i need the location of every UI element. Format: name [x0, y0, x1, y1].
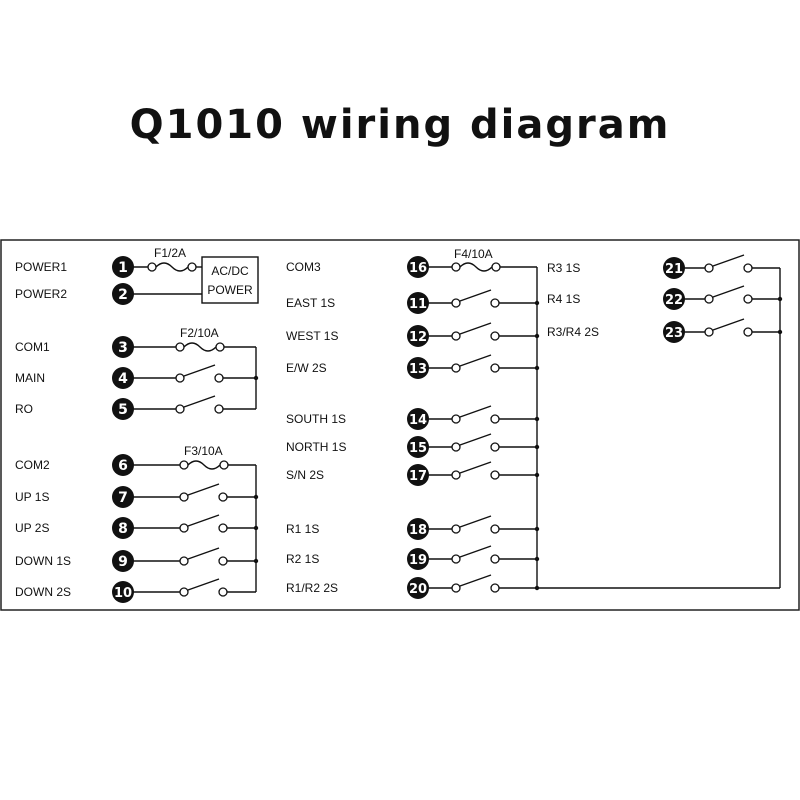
terminal-number: 17	[409, 469, 427, 484]
terminal-label: SOUTH 1S	[286, 412, 346, 426]
terminal-label: UP 1S	[15, 490, 49, 504]
terminal-label: EAST 1S	[286, 296, 335, 310]
terminal-label: E/W 2S	[286, 361, 327, 375]
terminal-label: MAIN	[15, 371, 45, 385]
terminal-label: NORTH 1S	[286, 440, 346, 454]
power-box-line1: AC/DC	[211, 264, 249, 278]
terminal-number: 1	[118, 260, 128, 276]
terminal-label: COM2	[15, 458, 50, 472]
terminal-label: R2 1S	[286, 552, 319, 566]
terminal-number: 18	[409, 523, 427, 538]
left-terminals: POWER1 POWER2 COM1 MAIN RO COM2 UP 1S UP…	[15, 256, 134, 603]
terminal-number: 21	[665, 262, 683, 277]
middle-wiring	[418, 262, 780, 593]
right-wiring	[674, 254, 783, 588]
terminal-label: RO	[15, 402, 33, 416]
terminal-number: 7	[118, 490, 128, 506]
terminal-number: 19	[409, 553, 427, 568]
terminal-number: 20	[409, 582, 427, 597]
fuse-label-f4: F4/10A	[454, 247, 493, 261]
power-box	[201, 256, 259, 304]
terminal-label: POWER2	[15, 287, 67, 301]
page-title: Q1010 wiring diagram	[129, 102, 671, 148]
terminal-number: 16	[409, 261, 427, 276]
terminal-number: 8	[118, 521, 128, 537]
terminal-number: 14	[409, 413, 427, 428]
terminal-label: R4 1S	[547, 292, 580, 306]
terminal-number: 9	[118, 554, 128, 570]
terminal-number: 5	[118, 402, 128, 418]
power-box-line2: POWER	[207, 283, 253, 297]
terminal-number: 22	[665, 293, 683, 308]
terminal-label: COM1	[15, 340, 50, 354]
terminal-label: UP 2S	[15, 521, 49, 535]
terminal-number: 4	[118, 371, 128, 387]
terminal-label: R3 1S	[547, 261, 580, 275]
fuse-label-f2: F2/10A	[180, 326, 219, 340]
terminal-label: R3/R4 2S	[547, 325, 599, 339]
terminal-label: R1 1S	[286, 522, 319, 536]
terminal-number: 13	[409, 362, 427, 377]
terminal-number: 3	[118, 340, 128, 356]
terminal-number: 12	[409, 330, 427, 345]
middle-terminals: COM3 EAST 1S WEST 1S E/W 2S SOUTH 1S NOR…	[286, 256, 429, 599]
terminal-label: WEST 1S	[286, 329, 338, 343]
terminal-number: 6	[118, 458, 128, 474]
terminal-number: 23	[665, 326, 683, 341]
terminal-number: 2	[118, 287, 128, 303]
right-terminals: R3 1S R4 1S R3/R4 2S 21 22 23	[547, 257, 685, 343]
diagram-frame	[0, 239, 800, 611]
terminal-label: DOWN 1S	[15, 554, 71, 568]
left-wiring	[123, 256, 259, 597]
terminal-label: S/N 2S	[286, 468, 324, 482]
terminal-number: 10	[114, 586, 132, 601]
terminal-label: DOWN 2S	[15, 585, 71, 599]
terminal-number: 15	[409, 441, 427, 456]
terminal-label: R1/R2 2S	[286, 581, 338, 595]
fuse-label-f1: F1/2A	[154, 246, 186, 260]
fuse-label-f3: F3/10A	[184, 444, 223, 458]
terminal-label: POWER1	[15, 260, 67, 274]
terminal-label: COM3	[286, 260, 321, 274]
terminal-number: 11	[409, 297, 427, 312]
